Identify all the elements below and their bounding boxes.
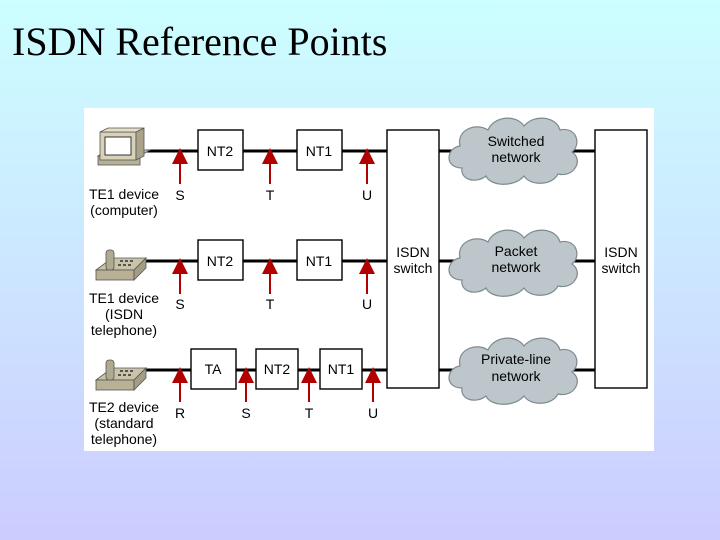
row2-nt2-box: NT2 <box>197 239 244 281</box>
computer-icon <box>96 127 152 166</box>
cloud-packet-network: Packet network <box>448 229 578 297</box>
row3-nt2-label: NT2 <box>264 361 291 377</box>
row3-ta-label: TA <box>205 361 223 377</box>
row3-nt1-box: NT1 <box>319 348 363 390</box>
cloud-packet-line1: Packet <box>495 243 538 259</box>
standard-telephone-icon <box>94 359 147 391</box>
device1-line1: TE1 device <box>89 186 159 202</box>
isdn-diagram-svg: ISDN switch ISDN switch Switched network… <box>89 117 648 447</box>
cloud-private-line1: Private-line <box>481 351 551 367</box>
isdn-diagram: ISDN switch ISDN switch Switched network… <box>84 108 654 451</box>
ref-row2-s: S <box>175 296 184 312</box>
row1-nt2-label: NT2 <box>207 143 234 159</box>
isdn-switch-right-line1: ISDN <box>604 244 637 260</box>
device1-line2: (computer) <box>90 202 158 218</box>
cloud-private-line2: network <box>491 368 541 384</box>
cloud-switched-network: Switched network <box>448 117 578 185</box>
row1-nt1-label: NT1 <box>306 143 333 159</box>
ref-row3-u: U <box>368 405 378 421</box>
ref-row1-s: S <box>175 187 184 203</box>
cloud-private-line-network: Private-line network <box>448 337 578 405</box>
device2-line2: (ISDN <box>105 306 143 322</box>
device2-line3: telephone) <box>91 322 157 338</box>
ref-row3-r: R <box>175 405 185 421</box>
row1-nt1-box: NT1 <box>296 129 343 171</box>
row1-nt2-box: NT2 <box>197 129 244 171</box>
device3-line2: (standard <box>94 415 153 431</box>
ref-row1-t: T <box>266 187 275 203</box>
cloud-packet-line2: network <box>491 259 541 275</box>
row3-ta-box: TA <box>190 348 237 390</box>
cloud-switched-line1: Switched <box>488 133 545 149</box>
cloud-switched-line2: network <box>491 149 541 165</box>
ref-row2-u: U <box>362 296 372 312</box>
isdn-switch-left-line1: ISDN <box>396 244 429 260</box>
device3-line1: TE2 device <box>89 399 159 415</box>
row3-nt2-box: NT2 <box>255 348 299 390</box>
isdn-switch-right-line2: switch <box>602 260 641 276</box>
row2-nt1-box: NT1 <box>296 239 343 281</box>
row2-nt2-label: NT2 <box>207 253 234 269</box>
page-title: ISDN Reference Points <box>12 19 388 64</box>
isdn-switch-right: ISDN switch <box>594 129 648 389</box>
device3-line3: telephone) <box>91 431 157 447</box>
ref-row3-s: S <box>241 405 250 421</box>
ref-row3-t: T <box>305 405 314 421</box>
row3-nt1-label: NT1 <box>328 361 355 377</box>
ref-row2-t: T <box>266 296 275 312</box>
row2-nt1-label: NT1 <box>306 253 333 269</box>
device2-line1: TE1 device <box>89 290 159 306</box>
reference-arrows <box>172 148 381 402</box>
isdn-switch-left: ISDN switch <box>386 129 440 389</box>
ref-row1-u: U <box>362 187 372 203</box>
isdn-telephone-icon <box>94 249 147 281</box>
isdn-switch-left-line2: switch <box>394 260 433 276</box>
